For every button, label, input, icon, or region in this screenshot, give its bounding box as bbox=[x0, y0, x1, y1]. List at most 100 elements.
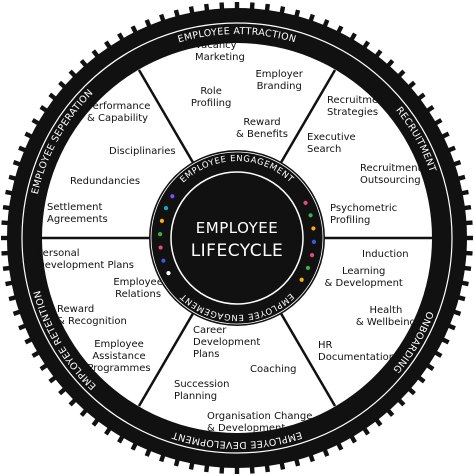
segment-separation: Performance& Capability Disciplinaries R… bbox=[47, 101, 176, 225]
cog-tooth bbox=[249, 2, 255, 11]
engagement-dot bbox=[170, 194, 175, 199]
item-coaching: Coaching bbox=[250, 364, 297, 375]
engagement-dot bbox=[158, 245, 163, 250]
cog-tooth bbox=[456, 174, 466, 182]
cog-tooth bbox=[433, 118, 443, 126]
cog-tooth bbox=[130, 25, 139, 35]
cog-tooth bbox=[104, 426, 113, 436]
cog-tooth bbox=[462, 265, 472, 271]
cog-tooth bbox=[374, 417, 383, 427]
cog-tooth bbox=[79, 407, 89, 417]
cog-tooth bbox=[31, 118, 41, 126]
item-performance-capability: Performance& Capability bbox=[87, 101, 150, 124]
cog-tooth bbox=[452, 160, 462, 167]
cog-tooth bbox=[159, 453, 166, 463]
cog-tooth bbox=[425, 105, 435, 114]
cog-tooth bbox=[24, 336, 34, 345]
cog-tooth bbox=[460, 189, 469, 196]
cog-tooth bbox=[1, 235, 9, 241]
center-title-line2: LIFECYCLE bbox=[191, 241, 284, 261]
cog-tooth bbox=[31, 350, 41, 358]
cog-tooth bbox=[188, 6, 195, 15]
cog-tooth bbox=[68, 69, 78, 79]
engagement-dot bbox=[161, 258, 166, 263]
cog-tooth bbox=[91, 49, 100, 59]
cog-tooth bbox=[385, 59, 395, 69]
cog-tooth bbox=[452, 309, 462, 316]
engagement-dot bbox=[166, 271, 171, 276]
cog-tooth bbox=[425, 362, 435, 371]
cog-tooth bbox=[335, 441, 344, 451]
cog-tooth bbox=[416, 375, 426, 384]
cog-tooth bbox=[396, 397, 406, 407]
cog-tooth bbox=[335, 25, 344, 35]
cog-tooth bbox=[293, 457, 301, 467]
cog-tooth bbox=[130, 441, 139, 451]
cog-tooth bbox=[456, 294, 466, 302]
cog-tooth bbox=[279, 6, 286, 15]
cog-tooth bbox=[361, 40, 370, 50]
cog-tooth bbox=[264, 3, 270, 13]
engagement-dot bbox=[309, 253, 315, 258]
cog-tooth bbox=[440, 131, 450, 140]
item-disciplinaries: Disciplinaries bbox=[109, 146, 176, 157]
cog-tooth bbox=[385, 407, 395, 417]
engagement-dot bbox=[159, 218, 165, 223]
cog-tooth bbox=[465, 235, 473, 241]
cog-tooth bbox=[464, 250, 473, 256]
engagement-ring: EMPLOYEE ENGAGEMENT EMPLOYEE ENGAGEMENT bbox=[149, 150, 325, 326]
engagement-dot bbox=[157, 232, 163, 237]
cog-tooth bbox=[462, 205, 472, 211]
cog-tooth bbox=[12, 309, 22, 316]
cog-tooth bbox=[440, 336, 450, 345]
cog-tooth bbox=[91, 417, 100, 427]
cog-tooth bbox=[204, 3, 210, 13]
cog-tooth bbox=[308, 13, 315, 23]
cog-tooth bbox=[117, 32, 125, 42]
cog-tooth bbox=[433, 350, 443, 358]
cog-tooth bbox=[249, 465, 255, 474]
cog-tooth bbox=[361, 426, 370, 436]
cog-tooth bbox=[8, 294, 18, 302]
cog-tooth bbox=[8, 174, 18, 182]
cog-tooth bbox=[144, 447, 152, 457]
item-organisation-change: Organisation Change& Development bbox=[207, 411, 312, 434]
cog-tooth bbox=[264, 463, 270, 473]
engagement-dot bbox=[311, 226, 316, 231]
engagement-dot bbox=[163, 205, 169, 211]
item-health-wellbeing: Health& Wellbeing bbox=[356, 305, 416, 328]
cog-tooth bbox=[159, 13, 166, 23]
cog-tooth bbox=[58, 386, 68, 396]
cog-tooth bbox=[234, 2, 240, 10]
cog-tooth bbox=[48, 92, 58, 101]
item-induction: Induction bbox=[362, 249, 409, 260]
cog-tooth bbox=[308, 453, 315, 463]
cog-tooth bbox=[39, 105, 49, 114]
item-reward-recognition: Reward& Recognition bbox=[57, 304, 127, 327]
cog-tooth bbox=[12, 160, 22, 167]
cog-tooth bbox=[5, 189, 14, 196]
cog-tooth bbox=[446, 323, 456, 331]
cog-tooth bbox=[460, 280, 469, 287]
cog-tooth bbox=[279, 461, 286, 470]
cog-tooth bbox=[24, 131, 34, 140]
cog-tooth bbox=[293, 9, 301, 19]
cog-tooth bbox=[219, 465, 225, 474]
cog-tooth bbox=[144, 19, 152, 29]
cog-tooth bbox=[464, 220, 473, 226]
engagement-dot bbox=[305, 265, 311, 271]
cog-tooth bbox=[2, 205, 12, 211]
cog-tooth bbox=[219, 2, 225, 11]
cog-tooth bbox=[173, 9, 181, 19]
cog-tooth bbox=[204, 463, 210, 473]
cog-tooth bbox=[104, 40, 113, 50]
